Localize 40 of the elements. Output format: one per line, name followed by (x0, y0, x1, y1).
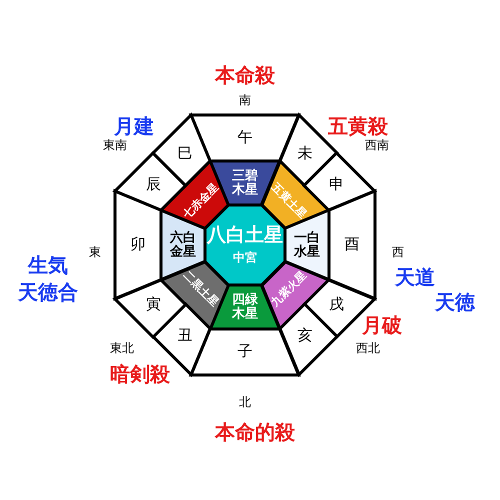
star-name: 一白水星 (293, 231, 321, 259)
palace-label: 中宮 (233, 252, 257, 264)
fortune-label: 月破 (362, 315, 402, 335)
fortune-label: 天道 (395, 267, 435, 287)
zodiac-label: 子 (237, 344, 252, 360)
star-name: 六白金星 (169, 231, 197, 259)
zodiac-label: 辰 (146, 177, 162, 193)
direction-label: 北 (239, 396, 251, 408)
direction-label: 東北 (110, 342, 134, 354)
direction-label: 東 (89, 246, 101, 258)
fortune-label: 天徳 (435, 292, 475, 312)
direction-label: 西南 (365, 139, 389, 151)
star-name: 三碧木星 (231, 169, 259, 197)
fortune-label: 月建 (114, 116, 154, 136)
zodiac-label: 巳 (177, 146, 192, 162)
zodiac-label: 卯 (130, 237, 146, 253)
direction-label: 西北 (356, 342, 380, 354)
zodiac-label: 亥 (297, 328, 312, 344)
direction-label: 南 (239, 94, 251, 106)
direction-label: 東南 (103, 139, 127, 151)
star-name: 九紫火星 (269, 269, 308, 308)
star-name: 七赤金星 (182, 182, 221, 221)
fortune-label: 生気 (28, 255, 68, 275)
fortune-label: 本命殺 (215, 65, 275, 85)
zodiac-label: 寅 (146, 297, 162, 313)
star-name: 五黄土星 (269, 182, 308, 221)
zodiac-label: 申 (328, 177, 344, 193)
direction-label: 西 (392, 246, 404, 258)
fortune-label: 天徳合 (18, 282, 78, 302)
star-name: 八白土星 (207, 226, 283, 246)
fortune-label: 暗剣殺 (110, 364, 170, 384)
zodiac-label: 戌 (328, 297, 344, 313)
fortune-label: 五黄殺 (328, 116, 388, 136)
zodiac-label: 午 (237, 130, 252, 146)
zodiac-label: 酉 (344, 237, 360, 253)
star-name: 二黒土星 (182, 269, 221, 308)
zodiac-label: 未 (297, 146, 312, 162)
fortune-label: 本命的殺 (215, 422, 295, 442)
star-name: 四緑木星 (231, 293, 259, 321)
zodiac-label: 丑 (177, 328, 192, 344)
